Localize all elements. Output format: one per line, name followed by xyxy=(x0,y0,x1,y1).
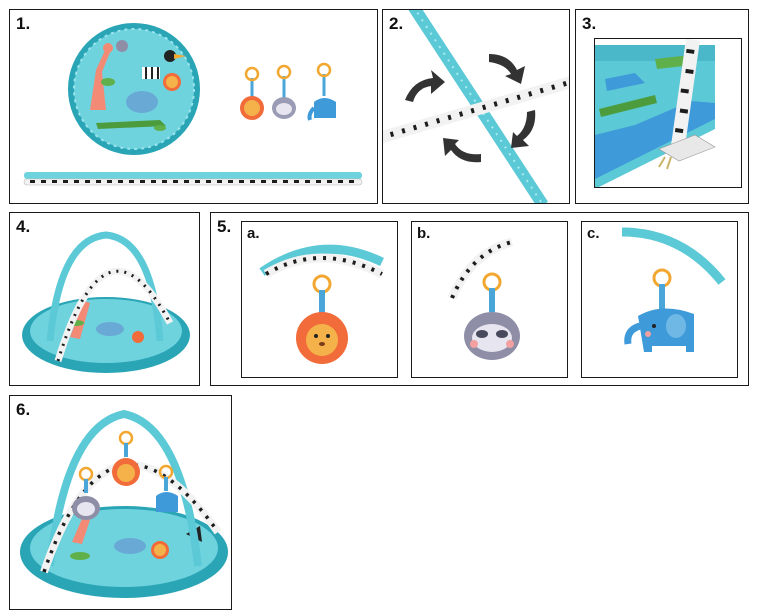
step-4-number: 4. xyxy=(16,217,31,236)
hanging-toys-row xyxy=(240,62,336,121)
lion-toy xyxy=(259,244,385,364)
step-5-number: 5. xyxy=(217,217,232,236)
step-5-panel: 5. a. b. c xyxy=(210,212,749,386)
step-3-panel: 3. xyxy=(575,9,749,204)
step-4-panel: 4. xyxy=(9,212,200,386)
rotate-arrows xyxy=(405,54,536,163)
step-2-panel: 2. xyxy=(382,9,570,204)
step-1-panel: 1. xyxy=(9,9,378,204)
step-5b-label: b. xyxy=(417,225,431,242)
step-2-number: 2. xyxy=(389,14,404,33)
step-5c-label: c. xyxy=(587,225,600,242)
step-3-number: 3. xyxy=(582,14,597,33)
arches-flat xyxy=(23,172,363,186)
sloth-toy xyxy=(447,237,520,360)
step-1-illustration xyxy=(23,23,363,186)
step-1-number: 1. xyxy=(16,14,31,33)
step-5b-box: b. xyxy=(411,221,568,378)
step-5a-box: a. xyxy=(241,221,398,378)
step-6-panel: 6. xyxy=(9,395,232,610)
step-5a-label: a. xyxy=(247,225,260,242)
step-5c-box: c. xyxy=(581,221,738,378)
step-6-illustration xyxy=(20,409,228,598)
step-3-closeup xyxy=(594,38,742,188)
step-2-illustration xyxy=(383,10,569,203)
play-mat-flat xyxy=(68,23,200,155)
step-4-illustration xyxy=(22,231,190,373)
step-6-number: 6. xyxy=(16,400,31,419)
elephant-toy xyxy=(621,227,726,352)
